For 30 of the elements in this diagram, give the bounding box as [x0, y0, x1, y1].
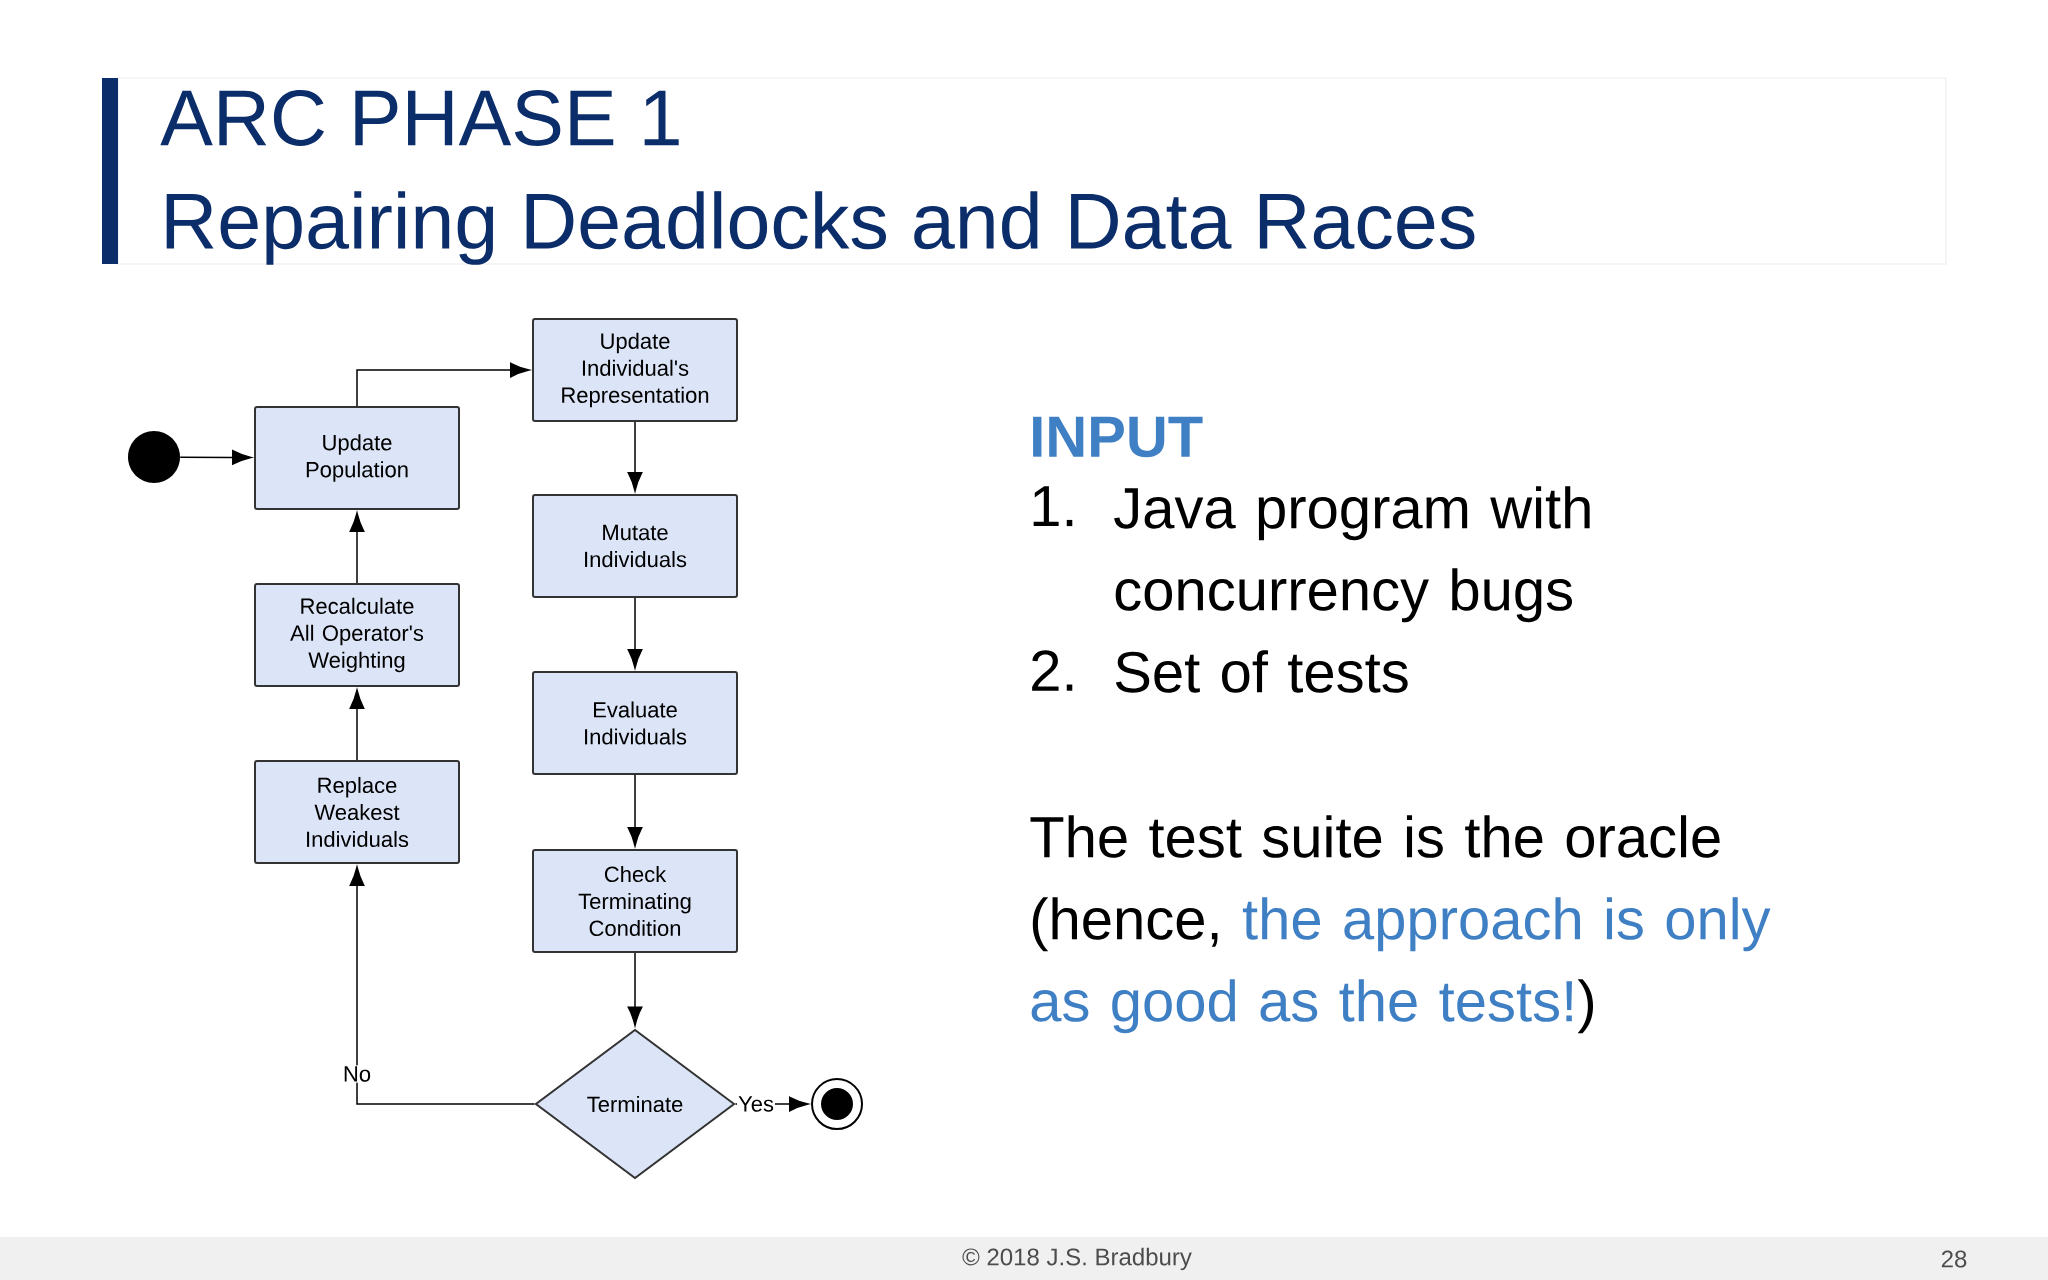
start-node [128, 431, 180, 483]
process-box: Check Terminating Condition [532, 849, 738, 953]
arrow [349, 512, 365, 584]
list-item: Set of tests [1115, 650, 1408, 693]
note-text: The test suite is the oracle (hence, the approach is only as good as the tests!) [1030, 815, 1771, 1034]
arrow [627, 774, 643, 847]
subtitle: Repairing Deadlocks and Data Races [166, 191, 1475, 265]
title: ARC PHASE 1 [160, 90, 679, 146]
arrow [356, 362, 530, 407]
edge-label: No [344, 1066, 371, 1082]
process-box: Replace Weakest Individuals [254, 760, 460, 864]
heading: INPUT [1033, 416, 1203, 458]
process-box: Recalculate All Operator's Weighting [254, 583, 460, 687]
list-number: 2. [1032, 650, 1073, 691]
arrow [349, 866, 536, 1105]
process-box: Mutate Individuals [532, 494, 738, 598]
process-box: Update Individual's Representation [532, 318, 738, 422]
process-box: Evaluate Individuals [532, 671, 738, 775]
list-item: Java program with concurrency bugs [1114, 486, 1590, 623]
end-node [811, 1078, 863, 1130]
arrow [627, 597, 643, 669]
page-number: 28 [1941, 1250, 1967, 1268]
arrow [349, 689, 365, 761]
arrow [627, 952, 643, 1027]
list-number: 1. [1033, 486, 1073, 527]
process-box: Update Population [254, 406, 460, 510]
edge-label: Yes [738, 1096, 774, 1112]
arrow [627, 421, 643, 492]
arrow [179, 449, 252, 465]
footer-text: © 2018 J.S. Bradbury [962, 1247, 1192, 1271]
